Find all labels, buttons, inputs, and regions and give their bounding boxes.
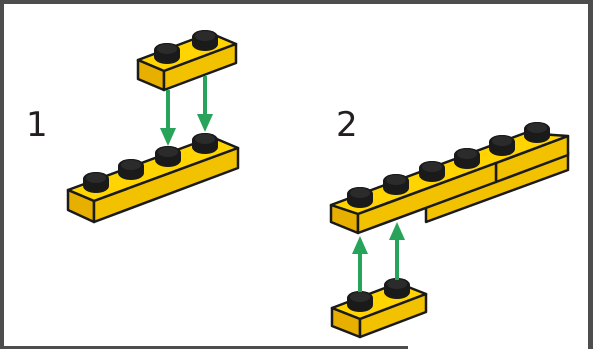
frame-border-bottom [0, 346, 408, 349]
step2-top-plate-studs [347, 122, 550, 208]
step2-bottom-plate-1x2 [330, 278, 428, 339]
step1-arrows [160, 76, 213, 146]
step2-bottom-plate-studs [347, 278, 410, 312]
step1-plate-1x4-studs [83, 133, 218, 193]
frame-border-top [0, 0, 593, 4]
step-1-number: 1 [26, 105, 48, 145]
step1-plate-1x2 [136, 30, 238, 92]
frame-border-right [588, 0, 593, 349]
step2-top-plate [329, 122, 570, 235]
step2-arrows [352, 222, 405, 292]
step-2-number: 2 [336, 105, 358, 145]
frame-border-left [0, 0, 4, 349]
step1-plate-1x2-studs [154, 30, 218, 64]
step1-plate-1x4 [66, 133, 240, 224]
